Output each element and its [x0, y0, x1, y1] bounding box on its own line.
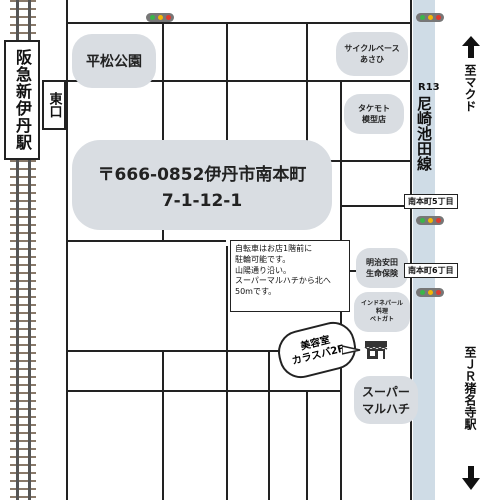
- shop-icon: [364, 341, 388, 359]
- road-v4: [306, 24, 308, 160]
- railway-rail-left: [16, 0, 19, 500]
- road-h1: [66, 22, 410, 24]
- callout-tail: [342, 345, 361, 355]
- traffic-signal-5chome: [416, 216, 444, 225]
- access-note: 自転車はお店1階前に 駐輪可能です。 山陽通り沿い。 スーパーマルハチから北へ …: [230, 240, 350, 312]
- arrow-up-icon: [462, 36, 480, 58]
- model-shop: タケモト 模型店: [344, 94, 404, 134]
- road-v8: [268, 350, 270, 500]
- road-v9: [306, 390, 308, 500]
- road-h7: [66, 390, 340, 392]
- address-line2: 7-1-12-1: [161, 190, 243, 211]
- station-exit-label: 東口: [42, 80, 66, 130]
- traffic-signal-6chome: [416, 288, 444, 297]
- traffic-signal-top-right: [416, 13, 444, 22]
- road-h5: [340, 205, 410, 207]
- arrow-down-icon: [462, 466, 480, 490]
- north-destination: 至マクド: [463, 64, 477, 112]
- road-h4: [66, 240, 226, 242]
- road-v1: [66, 0, 68, 500]
- insurance-office: 明治安田 生命保険: [356, 248, 408, 288]
- park-area: 平松公園: [72, 34, 156, 88]
- station-sign: 阪急新伊丹駅: [4, 40, 40, 160]
- address-block: 〒666-0852伊丹市南本町 7-1-12-1: [72, 140, 332, 230]
- intersection-6chome: 南本町6丁目: [404, 263, 458, 278]
- road-h6: [66, 350, 340, 352]
- restaurant: インドネパール 料理 ベトガト: [354, 292, 410, 332]
- road-v3: [226, 24, 228, 160]
- destination-label: 美容室 カラスバ2F: [290, 334, 346, 368]
- route-name: 尼崎池田線: [415, 96, 433, 171]
- road-v6: [226, 246, 228, 500]
- supermarket: スーパー マルハチ: [354, 376, 418, 424]
- railway-rail-right: [28, 0, 31, 500]
- intersection-5chome: 南本町5丁目: [404, 194, 458, 209]
- station-name: 阪急新伊丹駅: [13, 49, 32, 151]
- traffic-signal-top: [146, 13, 174, 22]
- road-v10: [410, 0, 412, 500]
- south-destination: 至ＪＲ猪名寺駅: [463, 346, 477, 430]
- road-v2: [162, 24, 164, 240]
- route-number: R13: [418, 82, 440, 93]
- road-v7: [162, 350, 164, 500]
- cycle-shop: サイクルベース あさひ: [336, 32, 408, 76]
- main-road-r13: [413, 0, 435, 500]
- address-line1: 〒666-0852伊丹市南本町: [97, 164, 307, 185]
- road-h2: [66, 80, 410, 82]
